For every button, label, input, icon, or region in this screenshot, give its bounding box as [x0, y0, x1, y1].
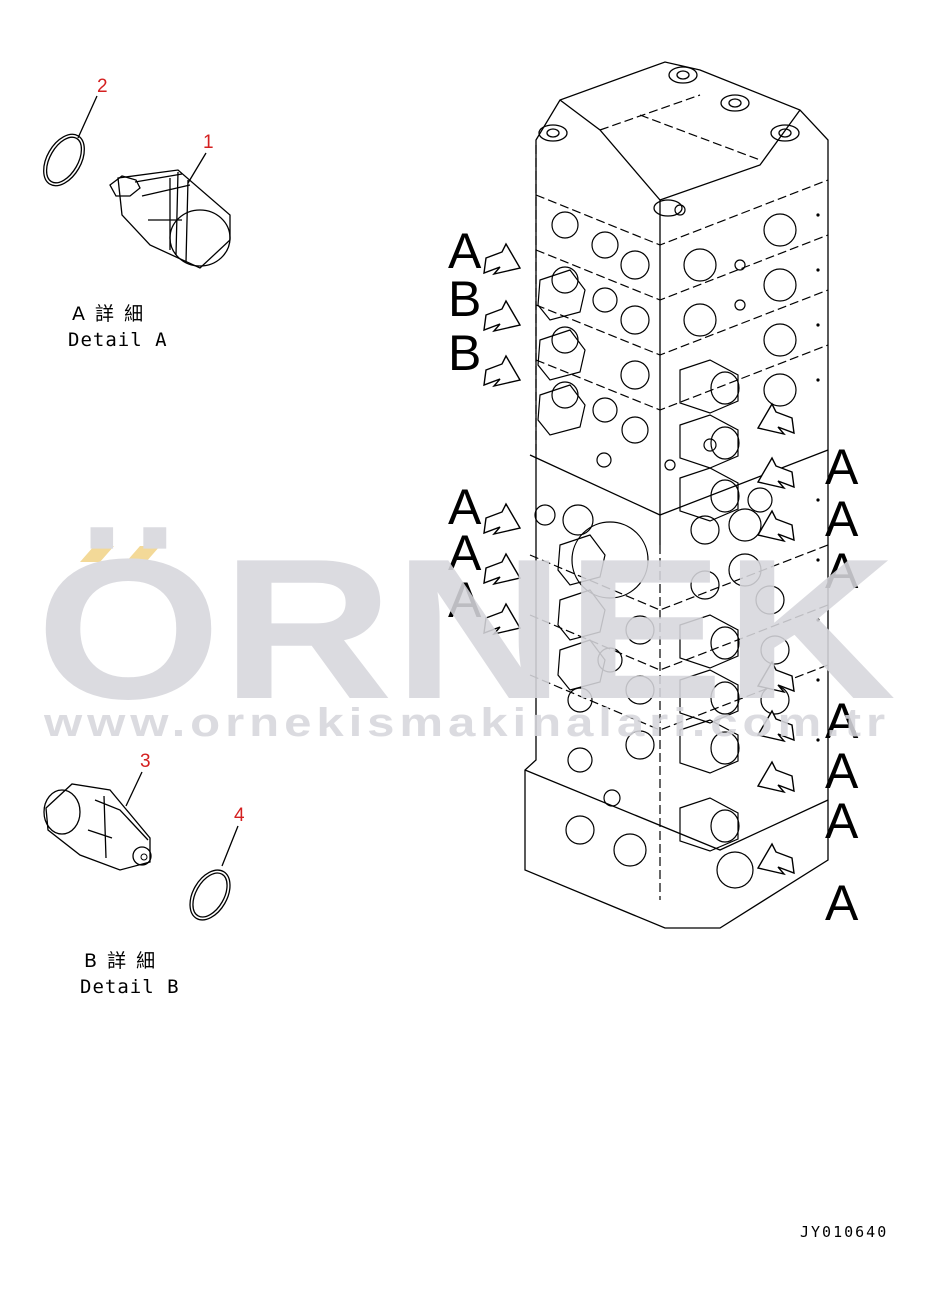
callout-3: 3 — [140, 751, 151, 772]
right-arrow-labels: A A A A A A A — [825, 439, 859, 931]
arrow-right-6 — [756, 760, 795, 794]
arrow-label-left-6: A — [448, 572, 482, 628]
arrow-right-1 — [756, 402, 795, 436]
arrow-left-1 — [483, 242, 522, 276]
arrow-left-3 — [483, 354, 522, 388]
arrow-label-left-4: A — [448, 479, 482, 535]
arrow-label-left-5: A — [448, 525, 482, 581]
arrow-left-2 — [483, 299, 522, 333]
detail-b-oring-part — [189, 869, 231, 921]
detail-a-label-en: Detail A — [68, 329, 168, 351]
arrow-label-right-6: A — [825, 793, 859, 849]
control-valve-assembly — [524, 61, 829, 929]
leader-line-4 — [221, 825, 239, 867]
detail-b-plug-part — [43, 783, 152, 871]
watermark-brand: ÖRNEK — [36, 518, 896, 741]
arrow-right-5 — [756, 709, 795, 743]
left-arrow-labels: A B B A A A — [448, 223, 482, 628]
arrow-label-left-3: B — [448, 325, 481, 381]
arrow-right-4 — [756, 660, 795, 694]
leader-line-3 — [125, 771, 143, 807]
watermark: ÖRNEK www.ornekismakinalari.com.tr — [36, 518, 896, 745]
arrow-label-right-7: A — [825, 875, 859, 931]
drawing-number: JY010640 — [800, 1223, 888, 1241]
watermark-url: www.ornekismakinalari.com.tr — [43, 701, 890, 745]
arrow-right-7 — [756, 842, 795, 876]
detail-a-label-jp: A 詳 細 — [72, 303, 145, 325]
arrow-left-4 — [483, 502, 522, 536]
left-arrows — [483, 242, 522, 636]
watermark-accent-left — [80, 546, 114, 562]
arrow-label-right-2: A — [825, 491, 859, 547]
arrow-right-2 — [756, 456, 795, 490]
arrow-label-right-4: A — [825, 693, 859, 749]
right-arrows — [756, 402, 795, 876]
arrow-label-right-1: A — [825, 439, 859, 495]
leader-line-2 — [77, 95, 98, 139]
detail-a-oring-part — [43, 133, 85, 187]
arrow-label-right-3: A — [825, 543, 859, 599]
callout-1: 1 — [203, 132, 214, 153]
detail-b-label-jp: B 詳 細 — [84, 950, 157, 972]
arrow-left-5 — [483, 552, 522, 586]
callout-2: 2 — [97, 76, 108, 97]
arrow-label-right-5: A — [825, 743, 859, 799]
arrow-label-left-2: B — [448, 271, 481, 327]
callout-4: 4 — [234, 805, 245, 826]
arrow-label-left-1: A — [448, 223, 482, 279]
detail-a-plug-part — [109, 169, 231, 269]
detail-b-label-en: Detail B — [80, 976, 180, 998]
arrow-right-3 — [756, 509, 795, 543]
leader-line-1 — [187, 152, 207, 184]
arrow-left-6 — [483, 602, 522, 636]
watermark-accent-right — [126, 546, 160, 562]
